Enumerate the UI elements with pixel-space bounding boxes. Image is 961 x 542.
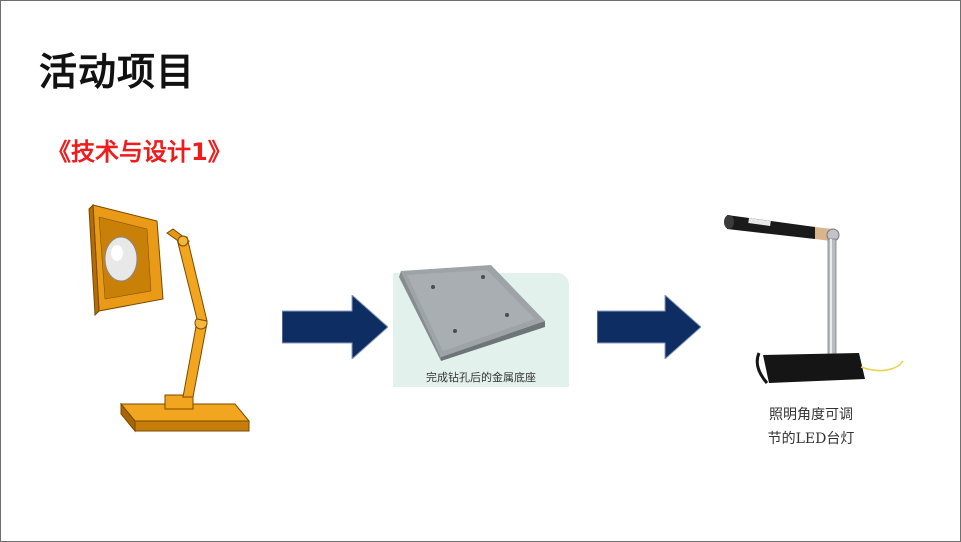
- metal-base-plate-illustration: [399, 265, 545, 361]
- led-desk-lamp-illustration: [724, 215, 904, 384]
- arrow-right-icon: [282, 295, 388, 359]
- plate-caption: 完成钻孔后的金属底座: [426, 371, 536, 384]
- page-title: 活动项目: [39, 50, 196, 94]
- page-subtitle: 《技术与设计1》: [47, 138, 232, 166]
- led-caption-line-2: 节的LED台灯: [767, 431, 855, 447]
- desk-lamp-illustration: [88, 203, 251, 433]
- led-caption-line-1: 照明角度可调: [769, 407, 853, 423]
- led-lamp-caption: 照明角度可调 节的LED台灯: [741, 403, 881, 451]
- arrow-right-icon: [597, 295, 701, 359]
